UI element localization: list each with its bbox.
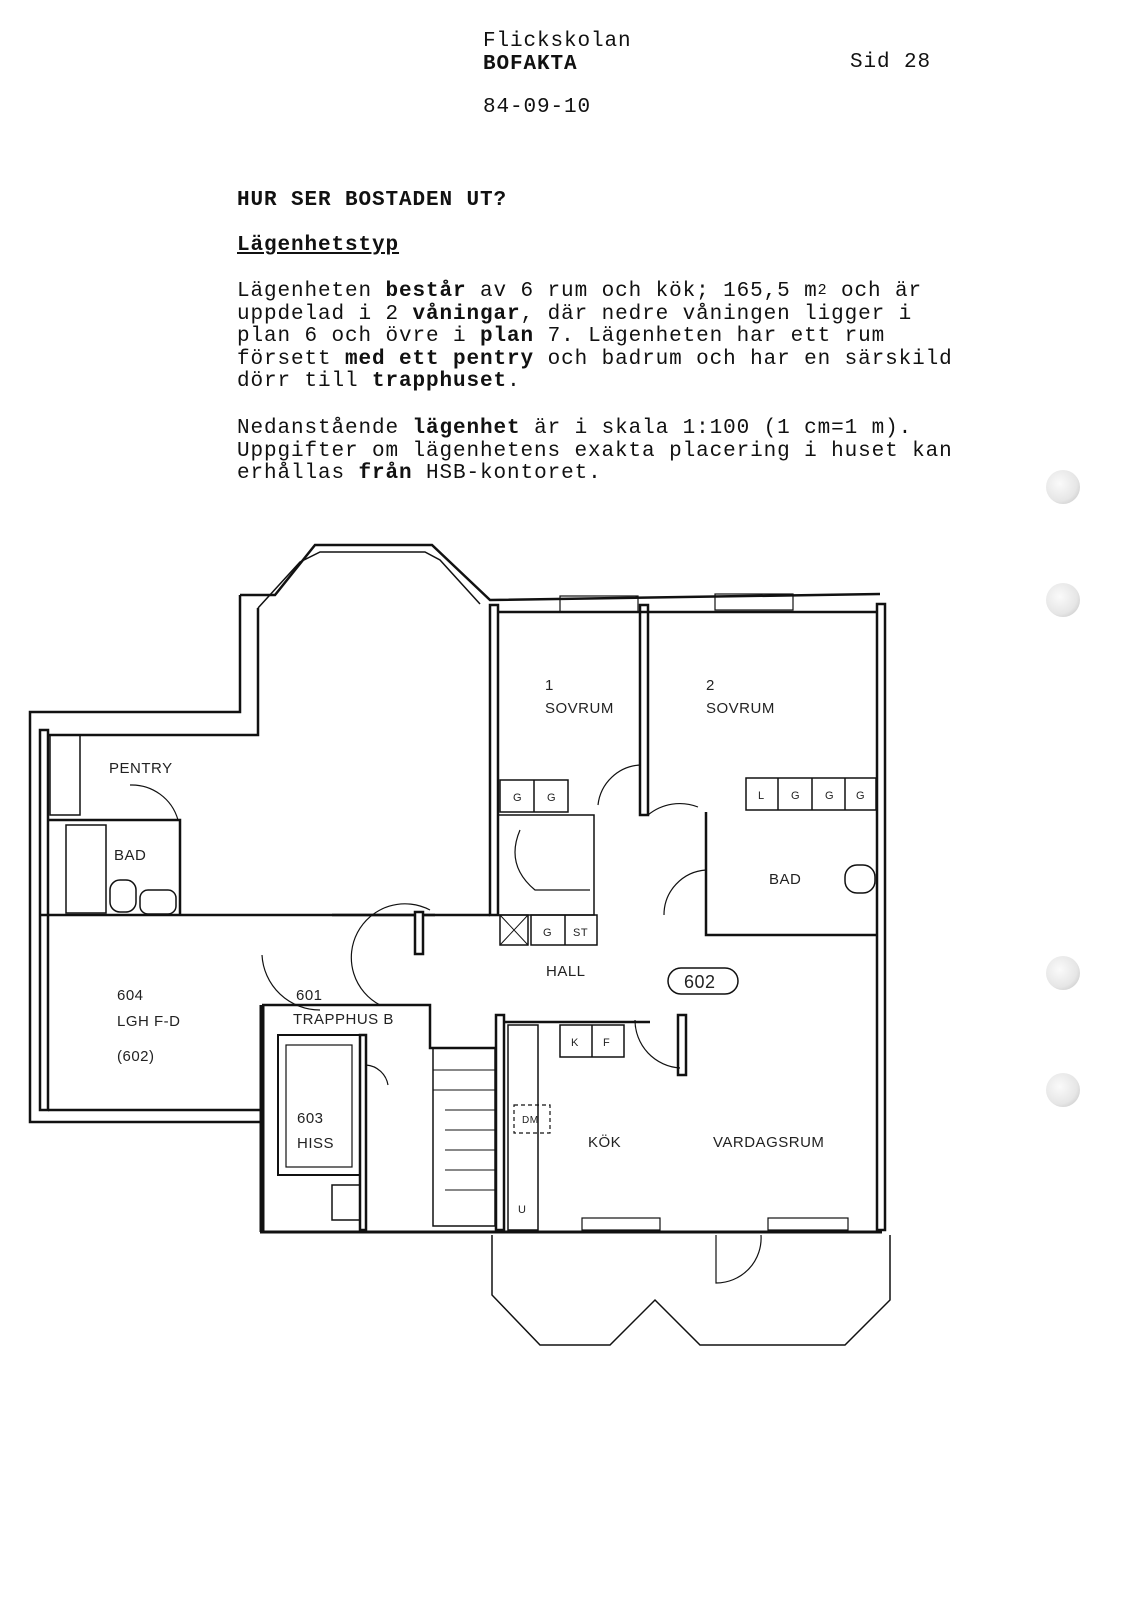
description-paragraph: Lägenheten består av 6 rum och kök; 165,… [237,280,953,394]
dishwasher-label: DM [522,1115,539,1126]
lift-label: HISS [297,1135,334,1152]
page-number: Sid 28 [850,51,932,74]
text: plan [480,325,535,349]
text: lägenhet [412,417,521,440]
bedroom2-label: SOVRUM [706,700,775,717]
lift-number: 603 [297,1110,324,1127]
bath-right-label: BAD [769,871,801,888]
unit-604-number: 604 [117,987,144,1004]
apartment-badge: 602 [684,972,716,992]
walls [28,543,891,1346]
wardrobe-label: G [825,790,834,802]
wardrobe-label: G [543,927,552,939]
header-doc: BOFAKTA [483,53,578,76]
text: uppdelad i 2 [237,302,413,326]
wardrobe-label: G [856,790,865,802]
freezer-label: F [603,1037,610,1049]
unit-604-label: LGH F-D [117,1013,181,1030]
text: från [358,462,413,486]
text: 7. Lägenheten har ett rum [534,325,886,349]
header-school: Flickskolan [483,30,632,53]
text: erhållas [237,462,359,486]
kitchen-label: KÖK [588,1133,621,1151]
text: trapphuset [372,370,508,394]
text: med ett pentry [345,347,535,371]
text: och är [827,280,923,303]
living-room-label: VARDAGSRUM [713,1134,824,1151]
text: Lägenheten [237,280,386,303]
text: och badrum och har en särskild [534,347,953,371]
text: Nedanstående [237,417,413,440]
text: . [507,370,521,394]
bath-left-label: BAD [114,847,146,864]
text: består [385,280,467,303]
text: Uppgifter om lägenhetens exakta placerin… [237,439,953,463]
wardrobe-label: G [547,792,556,804]
text: HSB-kontoret. [412,462,602,486]
wardrobe-label: G [513,792,522,804]
text: är i skala 1:100 (1 cm=1 m). [520,417,913,440]
bedroom1-label: SOVRUM [545,700,614,717]
binder-hole [1046,1073,1080,1107]
unit-604-ref: (602) [117,1048,155,1065]
text: av 6 rum och kök; 165,5 m [466,280,818,303]
linen-label: L [758,790,765,802]
bedroom2-number: 2 [706,677,715,694]
scale-paragraph: Nedanstående lägenhet är i skala 1:100 (… [237,417,953,486]
pentry-label: PENTRY [109,760,173,777]
wardrobe-label: G [791,790,800,802]
bedroom1-number: 1 [545,677,554,694]
fixture-labels: G G L G G G G ST K F DM U [513,790,865,1216]
fridge-label: K [571,1037,579,1049]
stairwell-label: TRAPPHUS B [293,1011,394,1028]
superscript: 2 [817,282,828,299]
oven-label: U [518,1204,526,1216]
storage-label: ST [573,927,588,939]
header-date: 84-09-10 [483,96,592,119]
binder-hole [1046,470,1080,504]
stairwell-number: 601 [296,987,323,1004]
binder-hole [1046,583,1080,617]
text: , där nedre våningen ligger i [520,302,913,326]
text: försett [237,347,346,371]
hall-label: HALL [546,963,586,980]
section-heading: HUR SER BOSTADEN UT? [237,189,508,212]
binder-hole [1046,956,1080,990]
text: dörr till [237,370,373,394]
text: våningar [412,302,521,326]
subheading: Lägenhetstyp [237,234,400,257]
text: plan 6 och övre i [237,325,481,349]
